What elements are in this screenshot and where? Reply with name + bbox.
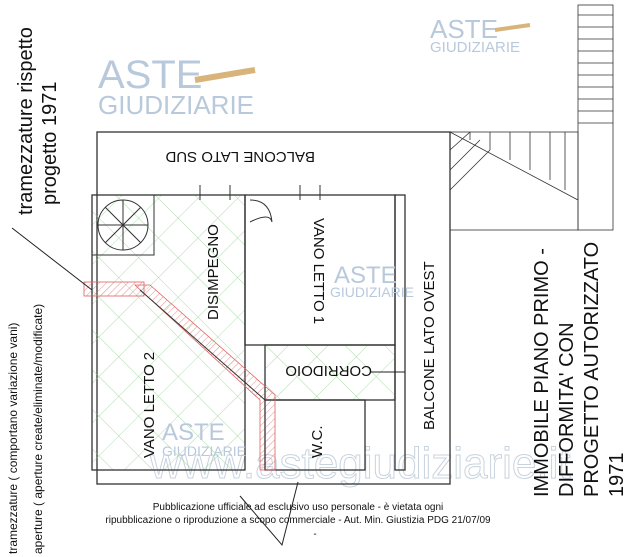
svg-text:PROGETTO AUTORIZZATO: PROGETTO AUTORIZZATO [581,242,603,497]
svg-text:IMMOBILE PIANO PRIMO -: IMMOBILE PIANO PRIMO - [531,248,553,497]
svg-text:ripubblicazione o riproduzione: ripubblicazione o riproduzione a scopo c… [105,515,491,526]
leader-line-bottom [239,481,299,547]
svg-text:1971: 1971 [606,453,628,498]
legend-openings: aperture ( aperture create/eliminate/mod… [31,304,45,554]
svg-text:ASTE: ASTE [334,262,397,289]
label-vano-letto-2: VANO LETTO 2 [141,352,158,458]
note-line-2: progetto 1971 [39,82,61,205]
disclaimer: Pubblicazione ufficiale ad esclusivo uso… [105,502,491,540]
balcony-ovest-wall [394,194,406,471]
staircase [449,4,614,231]
label-balcone-ovest: BALCONE LATO OVEST [421,261,438,430]
svg-text:GIUDIZIARIE: GIUDIZIARIE [162,443,246,459]
modification-hatch [83,281,276,471]
label-balcone-sud: BALCONE LATO SUD [165,148,315,165]
label-wc: W.C. [309,426,326,459]
leader-line-top [11,227,93,291]
watermark-logo-2: ASTE GIUDIZIARIE [430,14,531,56]
new-partition [139,289,266,470]
legend-partitions: tramezzature ( comportano variazione van… [6,323,20,554]
watermark-logo-1: ASTE GIUDIZIARIE [98,53,256,120]
watermark-logo-4: ASTE GIUDIZIARIE [162,419,246,459]
svg-text:ASTE: ASTE [98,53,202,97]
note-line-1: tramezzature rispetto [15,27,37,215]
label-corridoio: CORRIDOIO [285,362,372,379]
svg-text:ASTE: ASTE [162,419,225,446]
svg-text:GIUDIZIARIE: GIUDIZIARIE [98,90,254,120]
door-arc [249,199,273,223]
watermark-logo-3: ASTE GIUDIZIARIE [330,262,414,300]
svg-text:DIFFORMITA' CON: DIFFORMITA' CON [556,322,578,497]
balcony-sud-openings [199,185,321,200]
spiral-stair [91,194,155,256]
svg-text:Pubblicazione ufficiale ad esc: Pubblicazione ufficiale ad esclusivo uso… [153,502,444,513]
svg-text:GIUDIZIARIE: GIUDIZIARIE [430,39,520,56]
svg-text:GIUDIZIARIE: GIUDIZIARIE [330,284,414,300]
label-vano-letto-1: VANO LETTO 1 [310,218,327,324]
room-vano-letto-2 [91,194,246,471]
title-block: IMMOBILE PIANO PRIMO - DIFFORMITA' CON P… [531,242,628,497]
svg-text:-: - [313,529,316,540]
label-disimpegno: DISIMPEGNO [205,224,222,320]
svg-text:ASTE: ASTE [430,14,498,44]
